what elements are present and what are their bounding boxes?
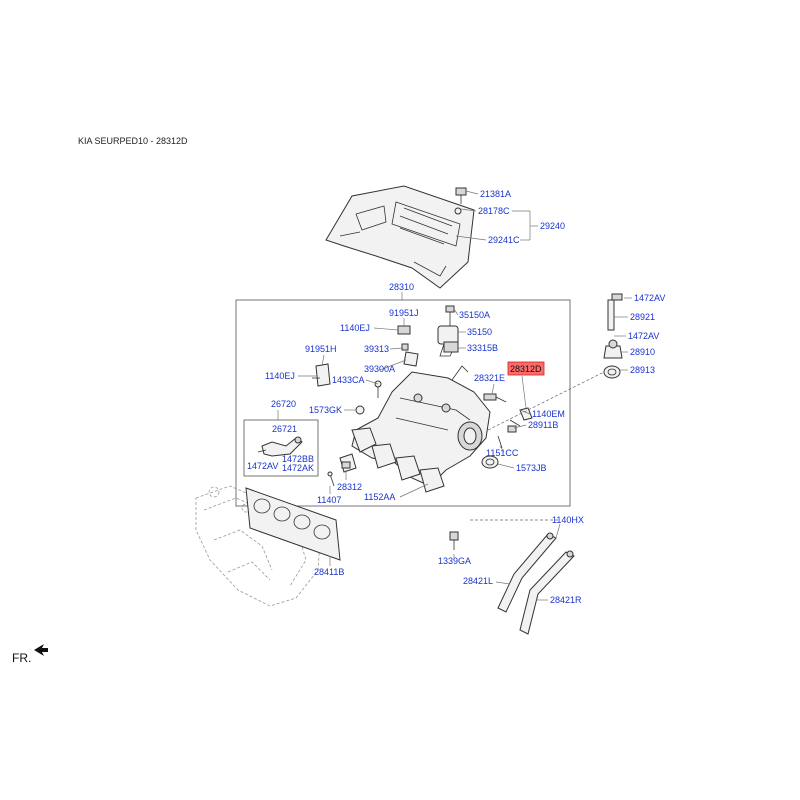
manifold-stay-right[interactable] [519, 550, 575, 635]
label-28411B[interactable]: 28411B [314, 567, 344, 577]
engine-cover[interactable] [325, 185, 475, 289]
label-28911B[interactable]: 28911B [528, 420, 558, 430]
label-28321E[interactable]: 28321E [474, 373, 505, 383]
label-1472BB[interactable]: 1472BB [282, 454, 314, 464]
label-1433CA[interactable]: 1433CA [332, 375, 365, 385]
label-39313[interactable]: 39313 [364, 344, 389, 354]
label-1339GA[interactable]: 1339GA [438, 556, 471, 566]
label-1472AV[interactable]: 1472AV [247, 461, 278, 471]
label-35150[interactable]: 35150 [467, 327, 492, 337]
label-28910[interactable]: 28910 [630, 347, 655, 357]
label-28913[interactable]: 28913 [630, 365, 655, 375]
label-11407[interactable]: 11407 [317, 495, 341, 505]
label-1140EJ-left[interactable]: 1140EJ [265, 371, 295, 381]
label-28178C[interactable]: 28178C [478, 206, 510, 216]
label-26721[interactable]: 26721 [272, 424, 297, 434]
label-21381A[interactable]: 21381A [480, 189, 511, 199]
leader-lines [277, 190, 632, 601]
label-1472AK[interactable]: 1472AK [282, 463, 314, 473]
cover-bolt[interactable] [454, 187, 467, 215]
part-labels: 21381A 28178C 29240 29241C 28310 91951J … [247, 189, 665, 605]
label-28921[interactable]: 28921 [630, 312, 655, 322]
pcv-leader-dashed [487, 371, 605, 431]
page-title: KIA SEURPED10 - 28312D [78, 136, 188, 146]
front-direction-label: FR. [12, 651, 32, 665]
manifold-stud[interactable] [449, 531, 459, 550]
pcv-valve-group[interactable] [603, 293, 623, 379]
label-28312D-selected[interactable]: 28312D [510, 364, 542, 374]
label-91951J[interactable]: 91951J [389, 308, 419, 318]
intake-manifold[interactable] [351, 365, 491, 493]
label-91951H[interactable]: 91951H [305, 344, 337, 354]
label-39300A[interactable]: 39300A [364, 364, 395, 374]
label-1140EJ[interactable]: 1140EJ [340, 323, 370, 333]
label-29241C[interactable]: 29241C [488, 235, 520, 245]
label-1472AV-mid[interactable]: 1472AV [628, 331, 659, 341]
front-arrow-icon [34, 644, 48, 656]
manifold-small-parts[interactable] [312, 325, 533, 469]
pcv-hose-frame [243, 419, 319, 477]
label-28421R[interactable]: 28421R [550, 595, 582, 605]
label-28312[interactable]: 28312 [337, 482, 362, 492]
selected-part-highlight [507, 361, 545, 376]
label-28421L[interactable]: 28421L [463, 576, 493, 586]
assembly-frame [235, 299, 571, 507]
label-28310[interactable]: 28310 [389, 282, 414, 292]
throttle-actuator[interactable] [437, 305, 459, 357]
label-1573GK[interactable]: 1573GK [309, 405, 342, 415]
manifold-lower-parts[interactable] [327, 453, 357, 487]
label-29240[interactable]: 29240 [540, 221, 565, 231]
label-33315B[interactable]: 33315B [467, 343, 498, 353]
pcv-hose[interactable] [257, 436, 303, 457]
label-1140HX[interactable]: 1140HX [552, 515, 584, 525]
label-35150A[interactable]: 35150A [459, 310, 490, 320]
label-1140EM[interactable]: 1140EM [532, 409, 565, 419]
label-1152AA[interactable]: 1152AA [364, 492, 395, 502]
label-1151CC[interactable]: 1151CC [486, 448, 519, 458]
manifold-gasket[interactable] [245, 487, 341, 561]
label-1472AV-top[interactable]: 1472AV [634, 293, 665, 303]
label-26720[interactable]: 26720 [271, 399, 296, 409]
label-1573JB[interactable]: 1573JB [516, 463, 547, 473]
